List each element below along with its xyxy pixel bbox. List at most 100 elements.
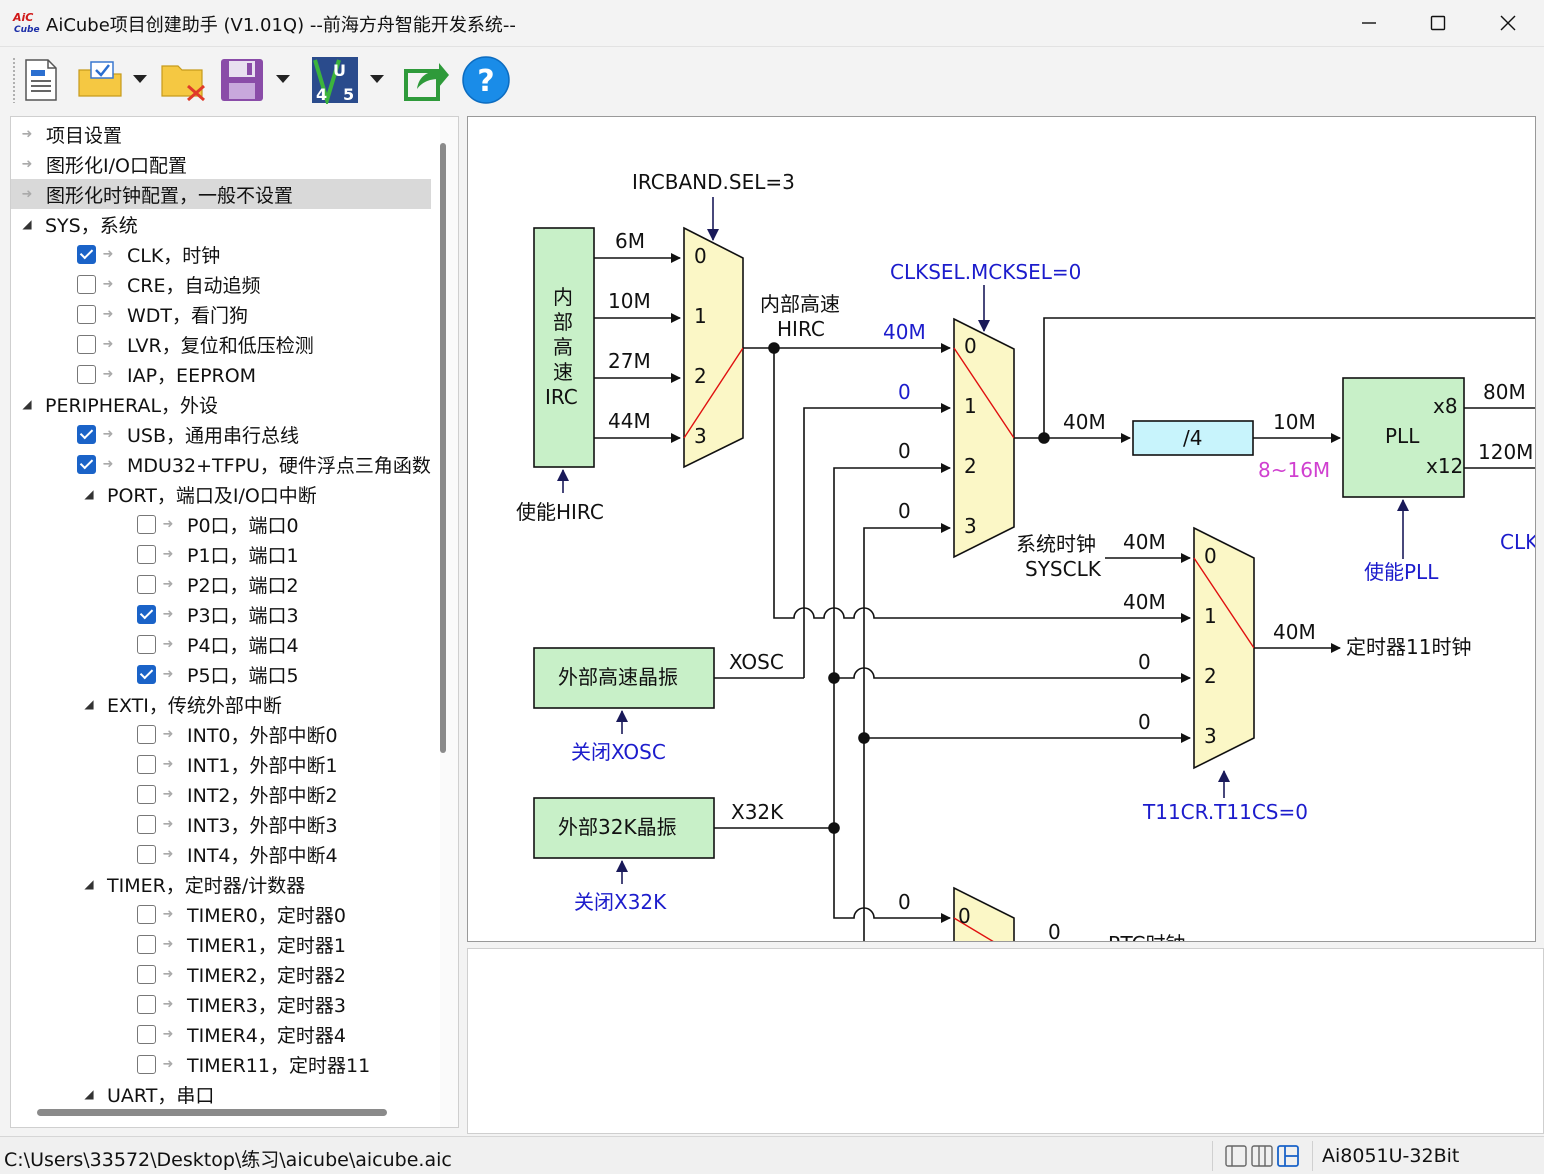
tree-item[interactable]: ➜P0口，端口0 [11, 509, 431, 539]
tree-checkbox[interactable] [77, 364, 96, 384]
tree-item[interactable]: ➜USB，通用串行总线 [11, 419, 431, 449]
tree-vertical-scroll-thumb[interactable] [440, 143, 446, 753]
tree-checkbox[interactable] [137, 964, 156, 984]
tree-checkbox[interactable] [137, 1024, 156, 1044]
tree-item[interactable]: ➜CLK，时钟 [11, 239, 431, 269]
tree-checkbox[interactable] [137, 574, 156, 594]
tree-horizontal-scroll-thumb[interactable] [37, 1109, 387, 1116]
tree-item[interactable]: ➜TIMER3，定时器3 [11, 989, 431, 1019]
minimize-button[interactable] [1334, 0, 1404, 46]
tree-item[interactable]: ➜IAP，EEPROM [11, 359, 431, 389]
tree-item[interactable]: ➜P3口，端口3 [11, 599, 431, 629]
tree-checkbox[interactable] [77, 334, 96, 354]
tree-item[interactable]: ➜TIMER11，定时器11 [11, 1049, 431, 1079]
close-project-button[interactable] [160, 55, 210, 105]
new-project-button[interactable] [20, 55, 60, 105]
project-tree[interactable]: ➜项目设置➜图形化I/O口配置➜图形化时钟配置，一般不设置◢SYS，系统➜CLK… [10, 116, 459, 1128]
version-dropdown-arrow-icon[interactable] [370, 75, 384, 83]
layout-split-icon[interactable] [1276, 1144, 1300, 1168]
tree-checkbox[interactable] [137, 1054, 156, 1074]
open-dropdown-arrow-icon[interactable] [133, 75, 147, 83]
tree-checkbox[interactable] [77, 454, 96, 474]
help-button[interactable]: ? [460, 55, 512, 105]
tree-checkbox[interactable] [77, 424, 96, 444]
tree-checkbox[interactable] [137, 754, 156, 774]
tree-item[interactable]: ➜TIMER1，定时器1 [11, 929, 431, 959]
save-button[interactable] [218, 55, 266, 105]
tree-item[interactable]: ➜项目设置 [11, 119, 431, 149]
tree-item-label: INT1，外部中断1 [187, 754, 338, 777]
export-button[interactable] [402, 55, 452, 105]
collapse-triangle-icon[interactable]: ◢ [22, 397, 32, 411]
collapse-triangle-icon[interactable]: ◢ [84, 1087, 94, 1101]
toolbar-grip[interactable] [12, 57, 16, 103]
tree-checkbox[interactable] [137, 784, 156, 804]
tree-checkbox[interactable] [137, 904, 156, 924]
tree-item[interactable]: ➜TIMER0，定时器0 [11, 899, 431, 929]
close-xosc-label[interactable]: 关闭XOSC [571, 740, 666, 764]
enable-pll-label[interactable]: 使能PLL [1364, 560, 1439, 584]
tree-item[interactable]: ➜INT1，外部中断1 [11, 749, 431, 779]
tree-item-label: LVR，复位和低压检测 [127, 334, 314, 357]
tree-checkbox[interactable] [137, 844, 156, 864]
tree-item[interactable]: ➜LVR，复位和低压检测 [11, 329, 431, 359]
tree-checkbox[interactable] [137, 994, 156, 1014]
tree-checkbox[interactable] [77, 304, 96, 324]
tree-item[interactable]: ➜INT3，外部中断3 [11, 809, 431, 839]
tree-item[interactable]: ➜P4口，端口4 [11, 629, 431, 659]
tree-item[interactable]: ➜WDT，看门狗 [11, 299, 431, 329]
tree-checkbox[interactable] [137, 724, 156, 744]
tree-group-node[interactable]: ◢PORT，端口及I/O口中断 [11, 479, 431, 509]
collapse-triangle-icon[interactable]: ◢ [22, 217, 32, 231]
tree-item-label: P1口，端口1 [187, 544, 299, 567]
tree-item[interactable]: ➜CRE，自动追频 [11, 269, 431, 299]
tree-item[interactable]: ➜P2口，端口2 [11, 569, 431, 599]
layout-single-icon[interactable] [1224, 1144, 1248, 1168]
tree-group-node[interactable]: ◢EXTI，传统外部中断 [11, 689, 431, 719]
t11cr-label[interactable]: T11CR.T11CS=0 [1142, 800, 1308, 824]
version-button[interactable]: 4 5 U [310, 55, 360, 105]
collapse-triangle-icon[interactable]: ◢ [84, 877, 94, 891]
collapse-triangle-icon[interactable]: ◢ [84, 697, 94, 711]
tree-checkbox[interactable] [137, 664, 156, 684]
pll-output-value: 120M [1478, 440, 1533, 464]
tree-checkbox[interactable] [137, 634, 156, 654]
tree-checkbox[interactable] [77, 244, 96, 264]
tree-checkbox[interactable] [137, 934, 156, 954]
tree-item[interactable]: ➜INT2，外部中断2 [11, 779, 431, 809]
save-dropdown-arrow-icon[interactable] [276, 75, 290, 83]
tree-item[interactable]: ➜MDU32+TFPU，硬件浮点三角函数 [11, 449, 431, 479]
mux-input-index: 0 [964, 334, 977, 358]
leaf-arrow-icon: ➜ [162, 666, 174, 682]
layout-columns-icon[interactable] [1250, 1144, 1274, 1168]
close-x32k-label[interactable]: 关闭X32K [574, 890, 667, 914]
tree-item[interactable]: ➜INT4，外部中断4 [11, 839, 431, 869]
leaf-arrow-icon: ➜ [162, 1056, 174, 1072]
open-project-button[interactable] [76, 55, 126, 105]
close-button[interactable] [1473, 0, 1543, 46]
tree-item[interactable]: ➜TIMER4，定时器4 [11, 1019, 431, 1049]
tree-item[interactable]: ➜图形化I/O口配置 [11, 149, 431, 179]
tree-checkbox[interactable] [77, 274, 96, 294]
tree-item[interactable]: ➜INT0，外部中断0 [11, 719, 431, 749]
tree-group-node[interactable]: ◢SYS，系统 [11, 209, 431, 239]
mux-input-index: 0 [1204, 544, 1217, 568]
tree-item[interactable]: ➜P5口，端口5 [11, 659, 431, 689]
tree-item[interactable]: ➜图形化时钟配置，一般不设置 [11, 179, 431, 209]
collapse-triangle-icon[interactable]: ◢ [84, 487, 94, 501]
tree-group-node[interactable]: ◢UART，串口 [11, 1079, 431, 1109]
tree-checkbox[interactable] [137, 604, 156, 624]
tree-group-node[interactable]: ◢PERIPHERAL，外设 [11, 389, 431, 419]
timer11-clock-value: 40M [1273, 620, 1316, 644]
tree-item[interactable]: ➜TIMER2，定时器2 [11, 959, 431, 989]
tree-checkbox[interactable] [137, 514, 156, 534]
tree-item[interactable]: ➜P1口，端口1 [11, 539, 431, 569]
tree-group-node[interactable]: ◢TIMER，定时器/计数器 [11, 869, 431, 899]
output-panel[interactable] [467, 948, 1544, 1134]
mux-input-value: 40M [883, 320, 926, 344]
tree-checkbox[interactable] [137, 814, 156, 834]
maximize-button[interactable] [1403, 0, 1473, 46]
timer11-clock-mux [1193, 526, 1255, 770]
clksel-label[interactable]: CLKSEL.MCKSEL=0 [890, 260, 1081, 284]
tree-checkbox[interactable] [137, 544, 156, 564]
